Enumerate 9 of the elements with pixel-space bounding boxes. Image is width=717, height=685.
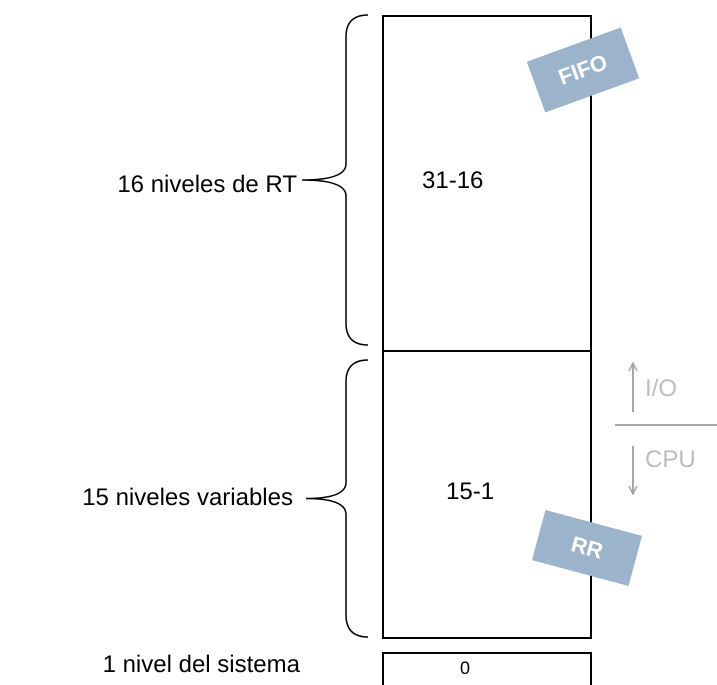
axis-label: I/O [645, 375, 678, 403]
range-label: 16 niveles de RT [117, 171, 297, 199]
range-label: 1 nivel del sistema [102, 651, 300, 679]
priority-range-box [382, 652, 592, 685]
priority-range: 15-1 [446, 478, 494, 506]
priority-range: 0 [460, 658, 470, 679]
axis-label: CPU [645, 446, 696, 474]
priority-range: 31-16 [422, 167, 484, 195]
range-label: 15 niveles variables [82, 484, 293, 512]
